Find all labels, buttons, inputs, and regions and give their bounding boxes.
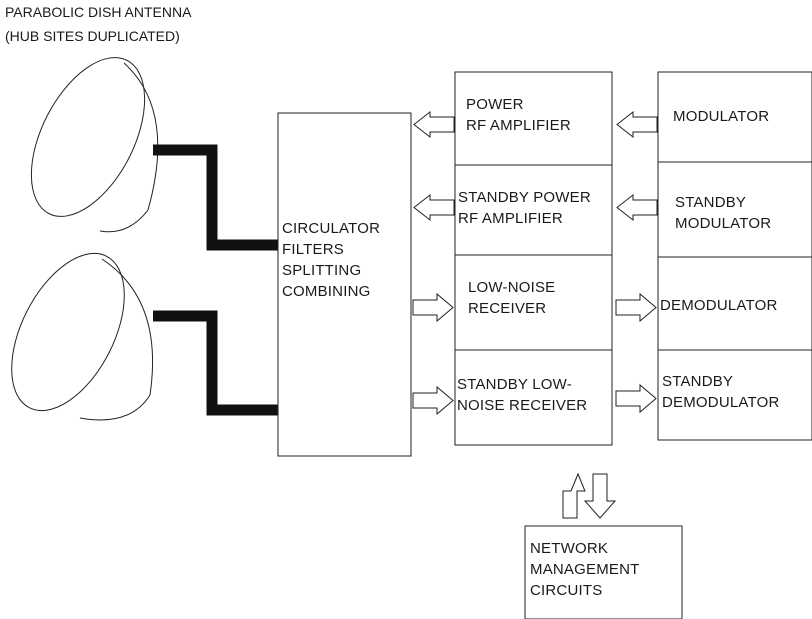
arrow-left-icon — [414, 112, 454, 137]
label-line: RECEIVER — [468, 298, 555, 319]
standby-modulator-label: STANDBY MODULATOR — [675, 192, 771, 234]
arrow-left-icon — [414, 195, 454, 220]
label-line: DEMODULATOR — [660, 295, 778, 316]
label-line: MODULATOR — [675, 213, 771, 234]
low-noise-receiver-label: LOW-NOISE RECEIVER — [468, 277, 555, 319]
arrow-left-icon — [617, 112, 657, 137]
arrow-left-icon — [617, 195, 657, 220]
standby-power-rf-amplifier-label: STANDBY POWER RF AMPLIFIER — [458, 187, 591, 229]
demodulator-label: DEMODULATOR — [660, 295, 778, 316]
label-line: MODULATOR — [673, 106, 769, 127]
arrow-right-icon — [616, 294, 656, 321]
feed-line-bottom — [153, 316, 278, 410]
modulator-label: MODULATOR — [673, 106, 769, 127]
standby-low-noise-receiver-label: STANDBY LOW- NOISE RECEIVER — [457, 374, 587, 416]
diagram-title: PARABOLIC DISH ANTENNA (HUB SITES DUPLIC… — [5, 0, 191, 48]
label-line: MANAGEMENT — [530, 559, 640, 580]
power-rf-amplifier-label: POWER RF AMPLIFIER — [466, 94, 571, 136]
label-line: DEMODULATOR — [662, 392, 780, 413]
label-line: NOISE RECEIVER — [457, 395, 587, 416]
arrow-right-icon — [413, 294, 453, 321]
label-line: STANDBY POWER — [458, 187, 591, 208]
label-line: STANDBY LOW- — [457, 374, 587, 395]
standby-demodulator-label: STANDBY DEMODULATOR — [662, 371, 780, 413]
title-line: PARABOLIC DISH ANTENNA — [5, 0, 191, 24]
arrow-down-icon — [585, 474, 615, 518]
circulator-label: CIRCULATOR FILTERS SPLITTING COMBINING — [282, 218, 380, 302]
label-line: STANDBY — [675, 192, 771, 213]
feed-line-top — [153, 150, 278, 245]
label-line: FILTERS — [282, 239, 380, 260]
label-line: SPLITTING — [282, 260, 380, 281]
label-line: RF AMPLIFIER — [466, 115, 571, 136]
title-line: (HUB SITES DUPLICATED) — [5, 24, 191, 48]
arrow-up-icon — [563, 474, 585, 518]
label-line: STANDBY — [662, 371, 780, 392]
dish-antenna-top — [8, 39, 168, 234]
label-line: RF AMPLIFIER — [458, 208, 591, 229]
arrow-right-icon — [616, 385, 656, 412]
arrow-right-icon — [413, 387, 453, 414]
network-management-label: NETWORK MANAGEMENT CIRCUITS — [530, 538, 640, 601]
label-line: CIRCUITS — [530, 580, 640, 601]
label-line: COMBINING — [282, 281, 380, 302]
label-line: NETWORK — [530, 538, 640, 559]
label-line: CIRCULATOR — [282, 218, 380, 239]
label-line: LOW-NOISE — [468, 277, 555, 298]
dish-antenna-bottom — [0, 235, 153, 428]
label-line: POWER — [466, 94, 571, 115]
